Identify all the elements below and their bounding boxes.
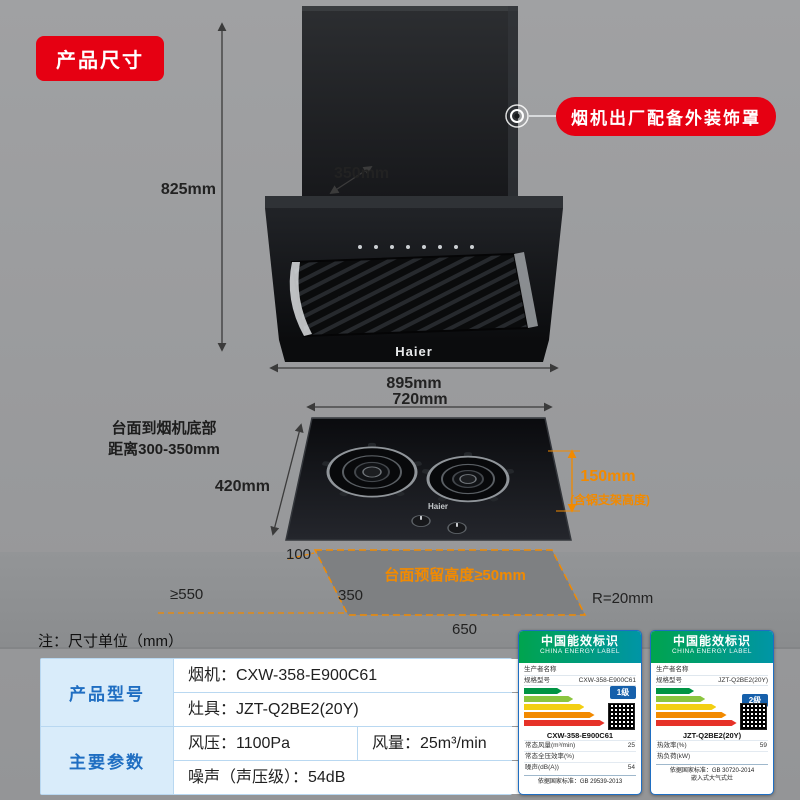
- energy-field-label: 噪声(dB(A)): [525, 764, 559, 771]
- energy-label-stove: 中国能效标识 CHINA ENERGY LABEL 生产者名称 规格型号 JZT…: [650, 630, 774, 795]
- energy-label-subtitle: CHINA ENERGY LABEL: [671, 648, 753, 655]
- dim-counter-depth: ≥550: [170, 586, 204, 603]
- energy-label-header: 中国能效标识 CHINA ENERGY LABEL: [519, 631, 641, 663]
- energy-label-hood: 中国能效标识 CHINA ENERGY LABEL 生产者名称 规格型号 CXW…: [518, 630, 642, 795]
- arrow-grade-4: [524, 712, 595, 718]
- energy-model: CXW-358-E900C61: [546, 731, 614, 740]
- energy-field-row: 热负荷(kW): [656, 751, 768, 762]
- dim-hood-depth: 350mm: [334, 165, 390, 182]
- spec-table: 产品型号 烟机：CXW-358-E900C61 灶具：JZT-Q2BE2(20Y…: [40, 658, 541, 795]
- energy-label-body: 生产者名称 规格型号 JZT-Q2BE2(20Y) 2级 JZT-Q2BE2(2…: [651, 663, 773, 783]
- spec-param-header: 主要参数: [41, 727, 173, 794]
- hood-clearance-line2: 距离300-350mm: [108, 441, 220, 458]
- dim-stove-height-note: (含锅支架高度): [570, 493, 650, 507]
- energy-field-label: 生产者名称: [524, 666, 557, 673]
- energy-toprow: 规格型号 CXW-358-E900C61: [524, 676, 636, 686]
- energy-field-value: CXW-358-E900C61: [578, 676, 636, 684]
- energy-toprow: 生产者名称: [524, 665, 636, 676]
- spec-wind-pressure: 风压：1100Pa: [174, 727, 358, 760]
- right-knob: [447, 521, 467, 535]
- page-title-badge: 产品尺寸: [36, 36, 164, 81]
- arrow-grade-4: [656, 712, 727, 718]
- arrow-grade-3: [656, 704, 716, 710]
- spec-noise: 噪声（声压级）：54dB: [174, 761, 541, 794]
- dim-stove-height: 150mm: [580, 468, 636, 485]
- efficiency-arrows: 2级: [656, 688, 768, 730]
- dim-hood-width: 895mm: [386, 375, 442, 392]
- energy-field-value: 54: [627, 764, 635, 771]
- energy-field-label: 常态风量(m³/min): [525, 742, 576, 749]
- hood-cover-callout-label: 烟机出厂配备外装饰罩: [556, 97, 776, 136]
- energy-label-title: 中国能效标识: [540, 634, 619, 648]
- arrow-grade-1: [656, 688, 694, 694]
- dim-offset-100: 100: [286, 546, 312, 563]
- arrow-grade-3: [524, 704, 584, 710]
- arrow-grade-2: [524, 696, 573, 702]
- callout-ring: [505, 104, 556, 128]
- energy-field-value: JZT-Q2BE2(20Y): [718, 676, 768, 684]
- spec-model-hood: 烟机：CXW-358-E900C61: [174, 659, 541, 692]
- energy-label-title: 中国能效标识: [672, 634, 751, 648]
- energy-field-row: 常态风量(m³/min) 25: [524, 740, 636, 751]
- dimension-lines: [217, 22, 559, 536]
- efficiency-arrows: 1级: [524, 686, 636, 730]
- dim-cutout-depth: 350: [338, 587, 364, 604]
- gas-stove-graphic: [285, 417, 572, 541]
- unit-note: 注：尺寸单位（mm）: [38, 633, 183, 650]
- counter-cutout: [158, 549, 587, 616]
- energy-standard: 依据国家标准：GB 30720-2014: [656, 764, 768, 775]
- energy-field-label: 热效率(%): [657, 742, 687, 749]
- energy-field-row: 噪声(dB(A)) 54: [524, 762, 636, 773]
- counter-reserve-note: 台面预留高度≥50mm: [384, 567, 526, 584]
- dimension-lines-orange: [548, 449, 580, 513]
- hood-touch-controls: [358, 245, 474, 249]
- arrow-grade-5: [656, 720, 737, 726]
- hood-brand-logo: Haier: [395, 344, 433, 359]
- energy-toprow: 生产者名称: [656, 665, 768, 676]
- right-burner: [421, 452, 515, 503]
- energy-field-label: 常态全压效率(%): [525, 753, 575, 760]
- spec-param-row1: 风压：1100Pa 风量：25m³/min: [174, 727, 541, 760]
- hood-clearance-line1: 台面到烟机底部: [111, 420, 217, 437]
- qr-code: [608, 703, 635, 730]
- dim-corner-radius: R=20mm: [592, 590, 654, 607]
- arrow-grade-5: [524, 720, 605, 726]
- energy-model: JZT-Q2BE2(20Y): [682, 731, 742, 740]
- energy-field-value: 25: [627, 742, 635, 749]
- energy-field-row: 常态全压效率(%): [524, 751, 636, 762]
- dim-stove-depth: 420mm: [214, 478, 270, 495]
- arrow-grade-2: [656, 696, 705, 702]
- left-knob: [411, 514, 431, 528]
- dim-hood-height: 825mm: [160, 181, 216, 198]
- energy-toprow: 规格型号 JZT-Q2BE2(20Y): [656, 676, 768, 686]
- energy-field-label: 规格型号: [656, 676, 682, 684]
- arrow-grade-1: [524, 688, 562, 694]
- energy-field-row: 热效率(%) 59: [656, 740, 768, 751]
- energy-label-body: 生产者名称 规格型号 CXW-358-E900C61 1级 CXW-358-E9…: [519, 663, 641, 786]
- energy-label-header: 中国能效标识 CHINA ENERGY LABEL: [651, 631, 773, 663]
- energy-field-label: 热负荷(kW): [657, 753, 691, 760]
- dim-cutout-width: 650: [452, 621, 478, 638]
- energy-standard2: 嵌入式大气式灶: [690, 776, 733, 782]
- spec-model-header: 产品型号: [41, 659, 173, 726]
- spec-air-volume: 风量：25m³/min: [372, 735, 487, 752]
- energy-field-value: 59: [759, 742, 767, 749]
- left-burner: [322, 442, 422, 498]
- stove-brand-logo: Haier: [427, 502, 449, 511]
- spec-model-stove: 灶具：JZT-Q2BE2(20Y): [174, 693, 541, 726]
- dim-stove-width: 720mm: [392, 391, 448, 408]
- energy-label-subtitle: CHINA ENERGY LABEL: [539, 648, 621, 655]
- energy-field-label: 规格型号: [524, 676, 550, 684]
- qr-code: [740, 703, 767, 730]
- energy-field-label: 生产者名称: [656, 666, 689, 673]
- hood-clearance-note: 台面到烟机底部 距离300-350mm: [84, 418, 244, 460]
- grade-badge: 1级: [610, 686, 636, 699]
- energy-standard: 依据国家标准：GB 29539-2013: [524, 775, 636, 786]
- range-hood-graphic: [265, 6, 563, 362]
